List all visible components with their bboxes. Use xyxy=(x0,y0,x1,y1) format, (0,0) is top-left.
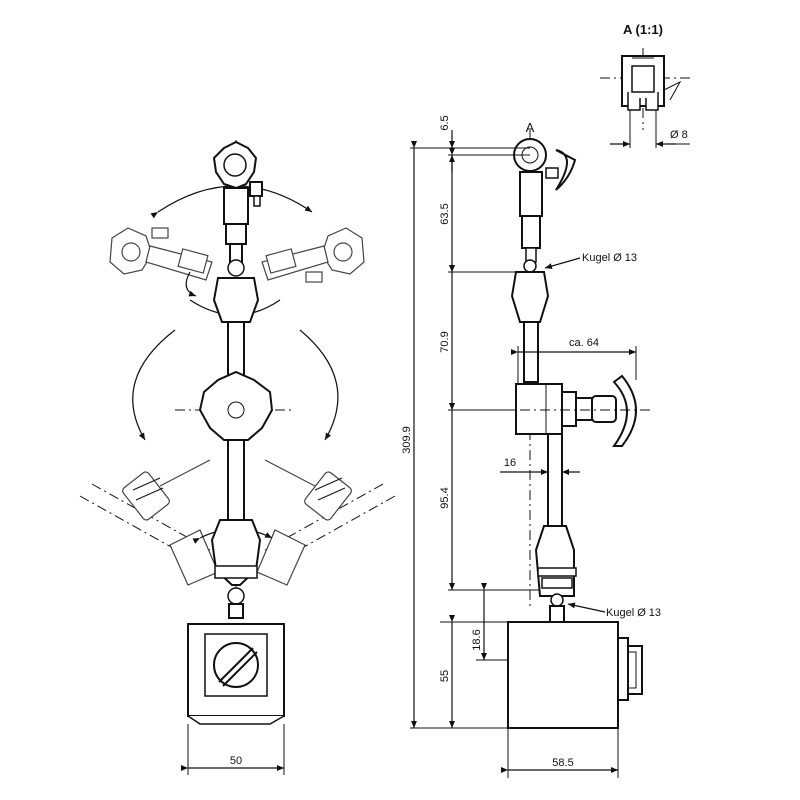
detail-title: A (1:1) xyxy=(623,22,663,37)
dim-lower-section: 95.4 xyxy=(439,487,451,508)
dim-top-offset: 6.5 xyxy=(439,115,451,130)
lower-arm-ghost-right xyxy=(256,459,396,586)
detail-marker: A xyxy=(526,120,535,135)
dim-side-base-width: 58.5 xyxy=(552,757,573,769)
dim-reach: ca. 64 xyxy=(569,337,599,349)
detail-a: A (1:1) Ø 8 xyxy=(600,22,690,148)
dim-upper-arm: 63.5 xyxy=(439,203,451,224)
dim-base-height: 55 xyxy=(439,670,451,682)
upper-arm-ghost-left xyxy=(109,227,213,281)
dim-rod-diameter: 16 xyxy=(504,457,516,469)
detail-diameter-dim: Ø 8 xyxy=(670,129,688,141)
side-view: A Kugel Ø 13 Kugel Ø 13 309.9 6.5 63.5 7… xyxy=(401,115,661,778)
dim-overall-height: 309.9 xyxy=(401,426,413,454)
upper-arm-ghost-right xyxy=(261,227,365,283)
lower-arm-ghost-left xyxy=(79,459,219,586)
dim-base-offset: 18.6 xyxy=(471,629,483,650)
ball-label-top: Kugel Ø 13 xyxy=(582,252,637,264)
front-base-width-dim: 50 xyxy=(230,755,242,767)
ball-label-bottom: Kugel Ø 13 xyxy=(606,607,661,619)
dim-middle-section: 70.9 xyxy=(439,331,451,352)
front-view: 50 xyxy=(79,140,396,775)
